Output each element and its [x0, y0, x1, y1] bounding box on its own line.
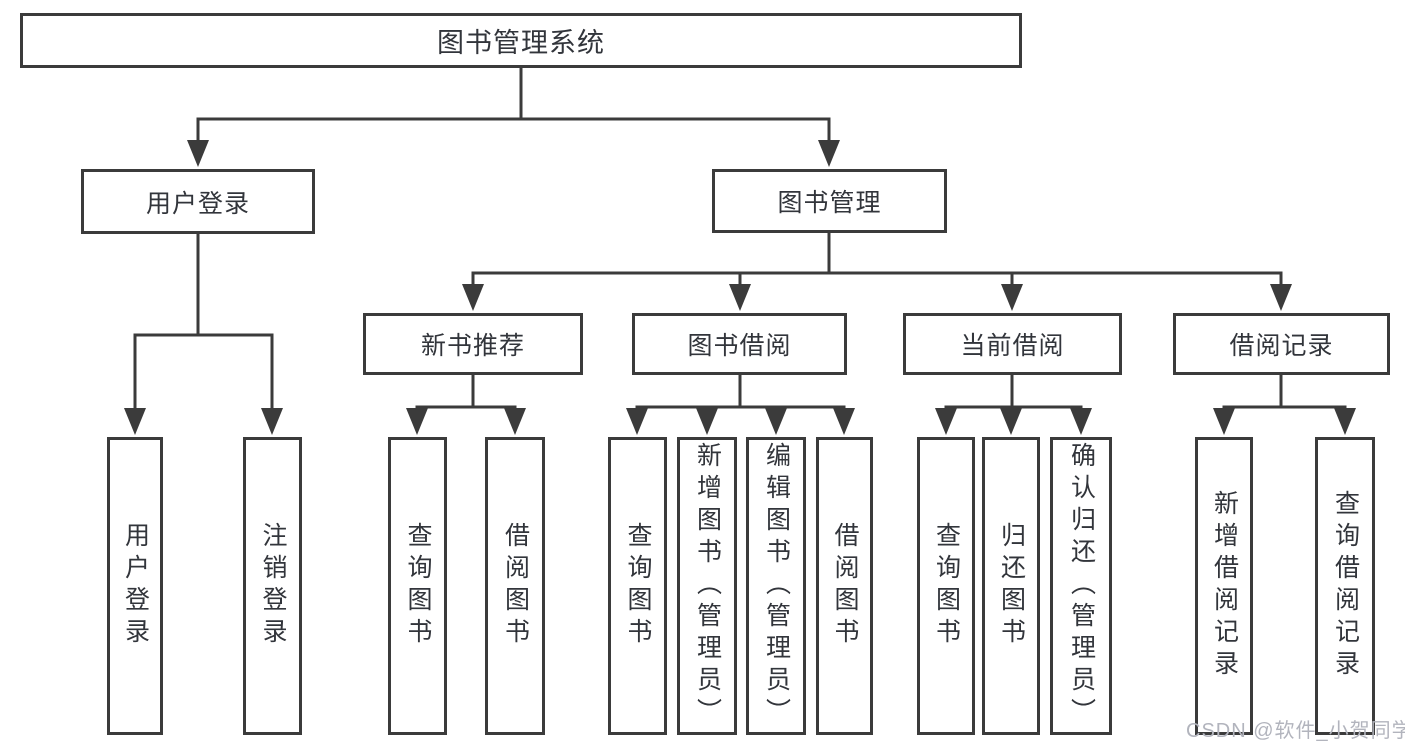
leaf-edit-books-admin: 编辑图书（管理员） — [746, 437, 806, 735]
leaf-user-login: 用户登录 — [107, 437, 163, 735]
leaf-borrow-books-recommend: 借阅图书 — [485, 437, 545, 735]
node-new-book-recommend: 新书推荐 — [363, 313, 583, 375]
leaf-borrow-books: 借阅图书 — [816, 437, 873, 735]
leaf-return-books: 归还图书 — [982, 437, 1040, 735]
leaf-add-books-admin: 新增图书（管理员） — [677, 437, 737, 735]
leaf-query-borrow-record: 查询借阅记录 — [1315, 437, 1375, 735]
node-root-system: 图书管理系统 — [20, 13, 1022, 68]
leaf-query-books-recommend: 查询图书 — [388, 437, 447, 735]
leaf-confirm-return-admin: 确认归还（管理员） — [1050, 437, 1112, 735]
csdn-watermark: CSDN @软件_小贺同学 — [1186, 720, 1405, 742]
node-book-borrow: 图书借阅 — [632, 313, 847, 375]
leaf-logout: 注销登录 — [243, 437, 302, 735]
node-book-management: 图书管理 — [712, 169, 947, 233]
node-user-login: 用户登录 — [81, 169, 315, 234]
leaf-query-books-current: 查询图书 — [917, 437, 975, 735]
node-borrow-records: 借阅记录 — [1173, 313, 1390, 375]
node-current-borrow: 当前借阅 — [903, 313, 1122, 375]
leaf-add-borrow-record: 新增借阅记录 — [1195, 437, 1253, 735]
leaf-query-books-borrow: 查询图书 — [608, 437, 667, 735]
